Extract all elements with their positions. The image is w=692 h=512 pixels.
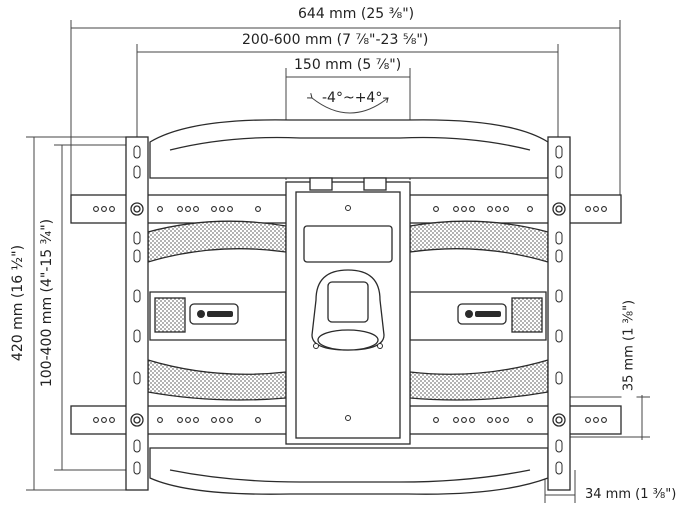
center-plate-label: 150 mm (5 ⅞")	[292, 57, 404, 73]
vesa-height-label: 100-400 mm (4"-15 ¾")	[39, 211, 55, 395]
tilt-arrow-icon	[312, 98, 388, 114]
brand-logo	[197, 310, 501, 318]
overall-width-label: 644 mm (25 ⅜")	[296, 6, 417, 22]
dimension-lines	[26, 20, 650, 503]
arm-span-label: 200-600 mm (7 ⅞"-23 ⅝")	[240, 32, 431, 48]
rail-holes	[93, 206, 607, 423]
overall-height-label: 420 mm (16 ½")	[10, 231, 26, 375]
bracket-slots	[133, 145, 563, 475]
offset-height-label: 35 mm (1 ⅜")	[621, 288, 637, 403]
mount-body	[70, 119, 622, 495]
rail-bolts	[130, 202, 566, 427]
profile-depth-label: 34 mm (1 ⅜")	[583, 487, 679, 502]
plate-holes	[313, 205, 383, 421]
tilt-label: -4°~+4°	[322, 90, 383, 106]
